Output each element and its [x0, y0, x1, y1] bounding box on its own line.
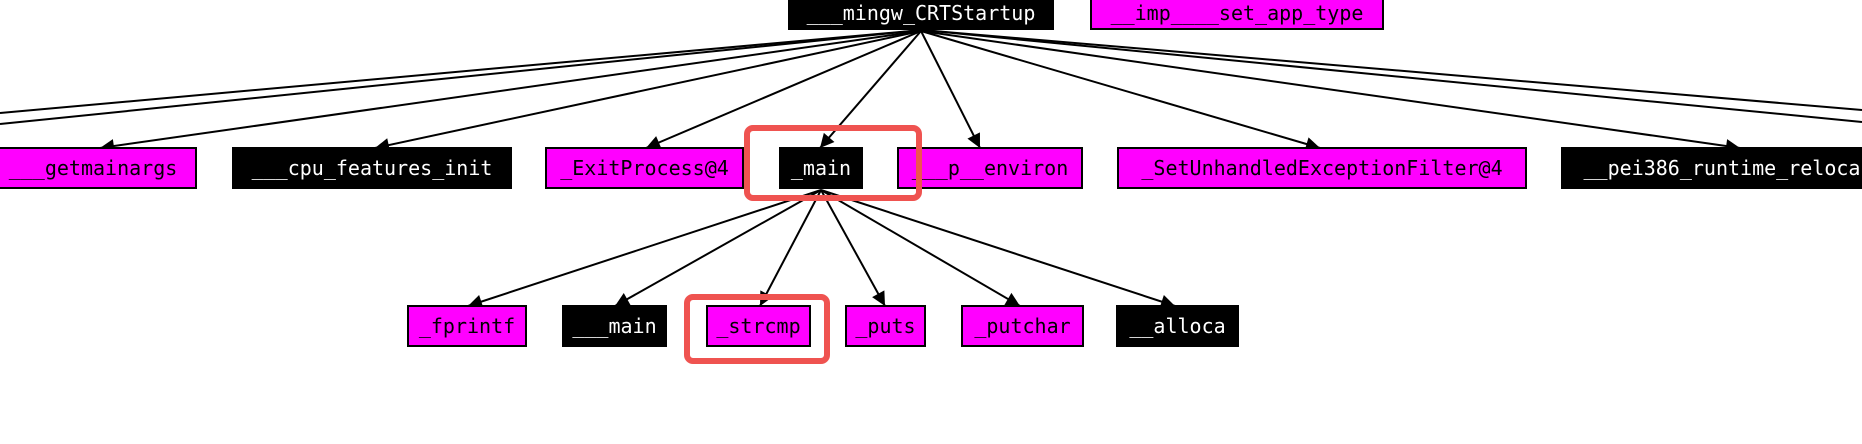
edge-main-to-inner_main — [614, 189, 822, 307]
node-label: __alloca — [1129, 314, 1225, 338]
arrowhead-exit_process — [646, 136, 662, 149]
node-box — [961, 305, 1084, 347]
arrowhead-fprintf — [468, 294, 484, 309]
edge-main-to-fprintf — [467, 189, 822, 307]
edge-main-to-strcmp — [759, 189, 822, 307]
node-label: __imp____set_app_type — [1111, 1, 1364, 25]
node-getmainargs[interactable]: ___getmainargs — [0, 147, 197, 189]
node-box — [232, 147, 512, 189]
node-p-environ[interactable]: ___p__environ — [897, 147, 1083, 189]
node-box — [788, 0, 1054, 30]
edge-root-to-pei386 — [920, 30, 1741, 149]
node-box — [407, 305, 527, 347]
node-box — [897, 147, 1083, 189]
node-label: _SetUnhandledExceptionFilter@4 — [1141, 156, 1502, 180]
edge-main-to-putchar — [820, 189, 1021, 307]
highlight-box-strcmp — [684, 294, 830, 364]
arrowhead-alloca — [1159, 294, 1175, 309]
edge-offscreen-right-1 — [921, 29, 1862, 111]
highlights — [684, 125, 922, 364]
node-label: ___main — [572, 314, 656, 338]
highlight-box-main — [744, 125, 922, 201]
node-root[interactable]: ___mingw_CRTStartup — [788, 0, 1054, 30]
node-putchar[interactable]: _putchar — [961, 305, 1084, 347]
node-label: ___cpu_features_init — [252, 156, 493, 180]
node-label: ___getmainargs — [9, 156, 178, 180]
nodes: ___mingw_CRTStartup __imp____set_app_type… — [0, 0, 1862, 347]
edge-root-to-set_unhandled — [920, 30, 1321, 149]
node-main[interactable]: _main — [779, 147, 863, 189]
node-fprintf[interactable]: _fprintf — [407, 305, 527, 347]
node-exit-process[interactable]: _ExitProcess@4 — [545, 147, 744, 189]
arrowhead-p_environ — [967, 132, 980, 148]
arrowhead-main — [820, 132, 835, 148]
node-label: _strcmp — [716, 314, 800, 338]
node-strcmp[interactable]: _strcmp — [706, 305, 811, 347]
node-set-unhandled[interactable]: _SetUnhandledExceptionFilter@4 — [1117, 147, 1527, 189]
edge-offscreen-left-2 — [0, 29, 923, 125]
node-label: _putchar — [974, 314, 1070, 338]
node-label: ___mingw_CRTStartup — [807, 1, 1036, 25]
node-box — [1090, 0, 1384, 30]
node-inner-main[interactable]: ___main — [562, 305, 667, 347]
node-label: _puts — [855, 314, 915, 338]
node-box — [545, 147, 744, 189]
node-label: _fprintf — [419, 314, 515, 338]
node-alloca[interactable]: __alloca — [1116, 305, 1239, 347]
edge-root-to-cpu_features_init — [374, 30, 922, 149]
offscreen-edges — [0, 29, 1862, 125]
node-cpu-features-init[interactable]: ___cpu_features_init — [232, 147, 512, 189]
arrowhead-puts — [872, 290, 885, 306]
edge-main-to-alloca — [820, 189, 1176, 307]
node-box — [1117, 147, 1527, 189]
node-pei386[interactable]: __pei386_runtime_reloca — [1561, 147, 1862, 189]
edge-offscreen-right-2 — [921, 29, 1862, 123]
arrowhead-inner_main — [615, 293, 631, 306]
node-box — [0, 147, 197, 189]
edge-root-to-getmainargs — [99, 30, 922, 149]
arrowhead-putchar — [1004, 292, 1020, 306]
edge-root-to-exit_process — [645, 30, 922, 149]
node-box — [779, 147, 863, 189]
edge-offscreen-left-1 — [0, 29, 923, 114]
node-label: ___p__environ — [912, 156, 1069, 180]
node-label: __pei386_runtime_reloca — [1584, 156, 1861, 180]
edge-root-to-p_environ — [920, 30, 981, 149]
node-box — [845, 305, 926, 347]
node-box — [562, 305, 667, 347]
node-box — [1116, 305, 1239, 347]
node-box — [706, 305, 811, 347]
node-puts[interactable]: _puts — [845, 305, 926, 347]
node-box — [1561, 147, 1862, 189]
node-label: _ExitProcess@4 — [560, 156, 729, 180]
node-set-app-type[interactable]: __imp____set_app_type — [1090, 0, 1384, 30]
node-label: _main — [791, 156, 851, 180]
edge-main-to-puts — [820, 189, 886, 307]
